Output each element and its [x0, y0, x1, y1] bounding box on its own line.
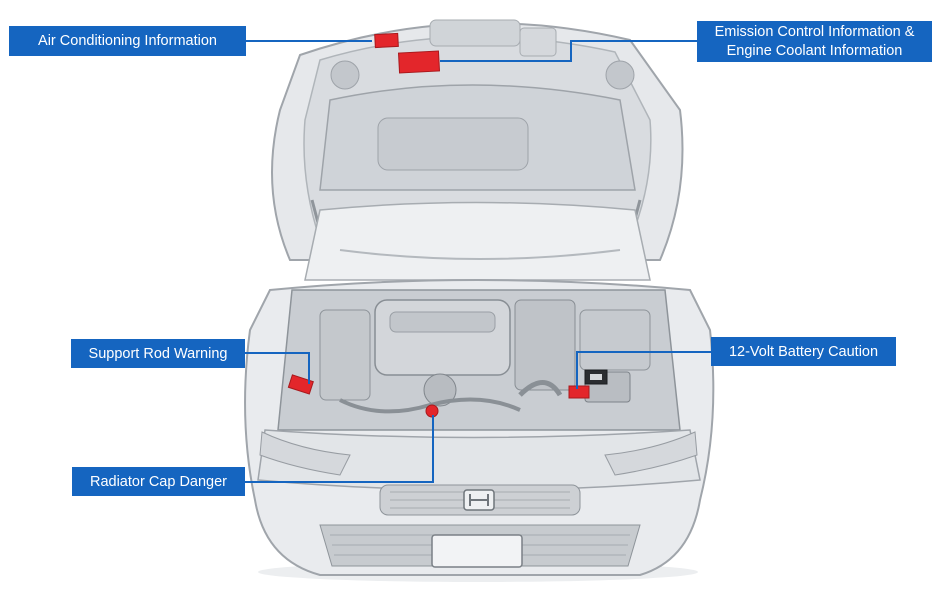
- battery-label: [568, 385, 590, 399]
- emission-callout-line1: Emission Control Information &: [714, 23, 915, 40]
- air-conditioning-label: [374, 32, 399, 49]
- support-rod-label: [287, 374, 314, 395]
- emission-leader-v: [570, 40, 572, 62]
- radiator-cap-callout: Radiator Cap Danger: [72, 467, 245, 496]
- radiator-cap-leader-h: [245, 481, 434, 483]
- air-conditioning-callout-text: Air Conditioning Information: [38, 33, 217, 49]
- radiator-cap-callout-text: Radiator Cap Danger: [89, 473, 228, 490]
- emission-coolant-callout: Emission Control Information & Engine Co…: [697, 21, 932, 62]
- battery-leader-v: [576, 351, 578, 389]
- support-rod-callout-text: Support Rod Warning: [88, 345, 228, 362]
- emission-leader-h1: [572, 40, 697, 42]
- license-plate-holder: [431, 534, 523, 568]
- engine-cover: [374, 299, 511, 376]
- battery-leader-h: [578, 351, 711, 353]
- right-headlight: [604, 431, 698, 476]
- support-rod-callout: Support Rod Warning: [71, 339, 245, 368]
- battery-label-black-tag: [584, 369, 608, 385]
- battery-callout-text: 12-Volt Battery Caution: [728, 343, 879, 360]
- left-headlight: [259, 431, 351, 476]
- air-conditioning-callout: Air Conditioning Information: [9, 26, 246, 56]
- radiator-cap-leader-v: [432, 415, 434, 483]
- support-rod-leader-h: [245, 352, 310, 354]
- emission-callout-line2: Engine Coolant Information: [726, 42, 903, 59]
- air-conditioning-leader: [246, 40, 372, 42]
- battery-callout: 12-Volt Battery Caution: [711, 337, 896, 366]
- emission-leader-h2: [440, 60, 572, 62]
- support-rod-leader-v: [308, 352, 310, 384]
- emission-coolant-label: [397, 50, 441, 74]
